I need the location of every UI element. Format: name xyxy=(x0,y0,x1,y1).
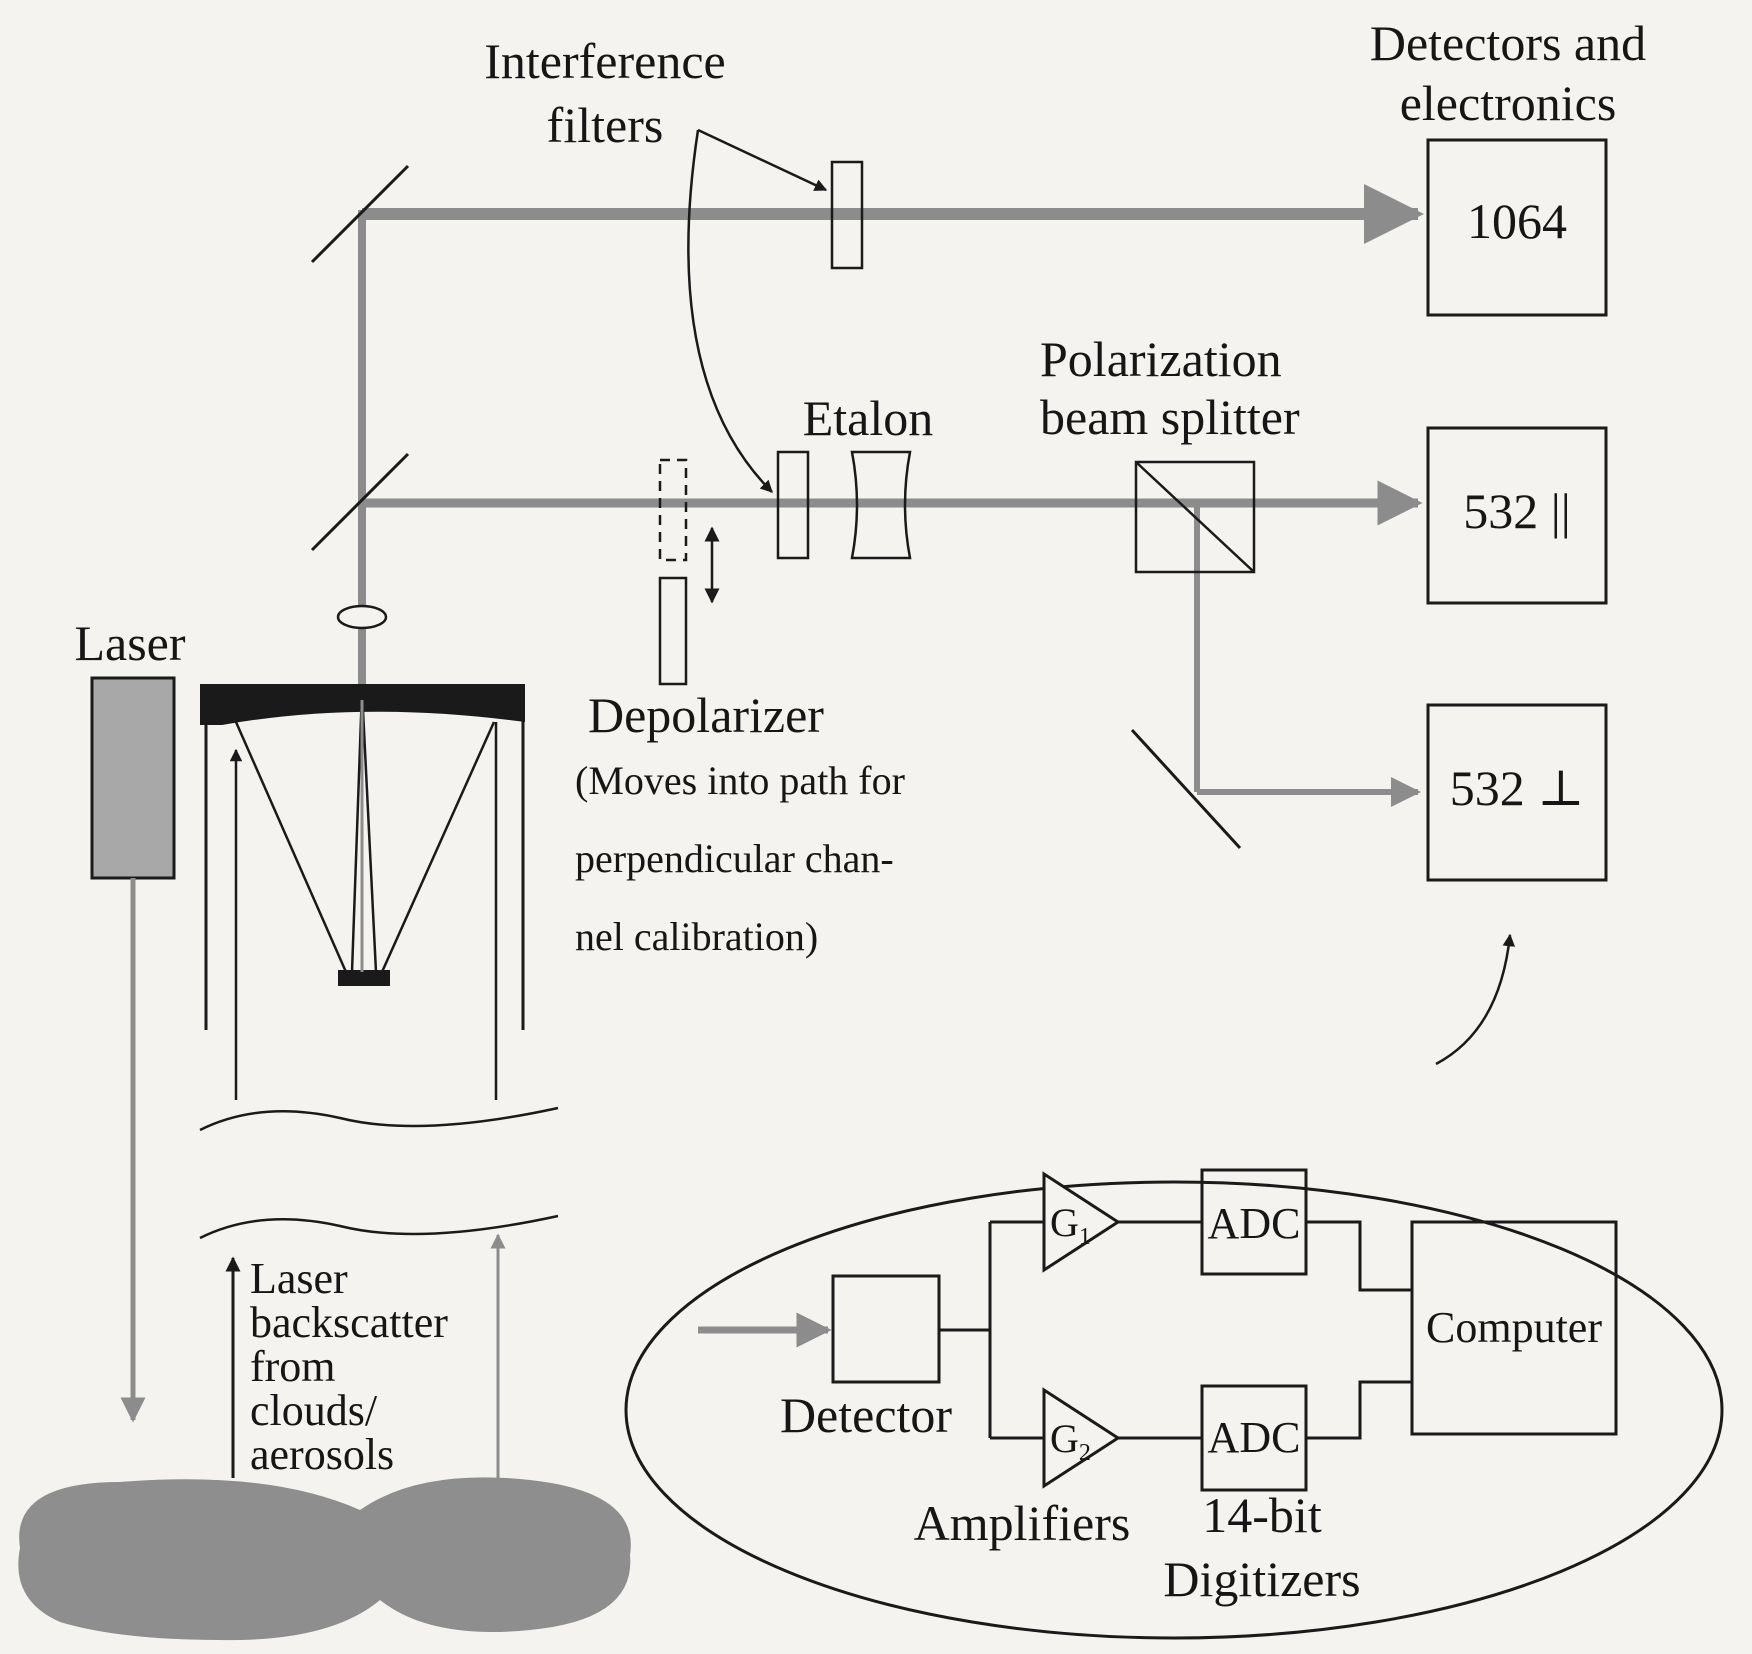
telescope-secondary-mirror xyxy=(338,970,390,986)
channel-532-parallel-label: 532 || xyxy=(1463,483,1571,539)
backscatter-label-line4: clouds/ xyxy=(250,1386,378,1435)
detector-label: Detector xyxy=(780,1387,952,1443)
backscatter-label-line5: aerosols xyxy=(250,1430,394,1479)
detectors-electronics-label-line1: Detectors and xyxy=(1370,15,1646,71)
interference-filter-532 xyxy=(776,450,810,560)
filter-pointer-bottom xyxy=(687,129,773,493)
inset-callout-arrow xyxy=(1435,933,1516,1066)
amplifier-g2 xyxy=(1042,1387,1121,1489)
break-mark-top xyxy=(199,1106,559,1132)
adc-label-2: ADC xyxy=(1208,1413,1301,1462)
amplifiers-label: Amplifiers xyxy=(914,1495,1131,1551)
interference-filters-label-line1: Interference xyxy=(484,33,725,89)
polarization-beam-splitter-diagonal xyxy=(1135,461,1255,573)
ray-right-inner xyxy=(360,689,378,973)
amplifier-g2-label: G2 xyxy=(1050,1416,1091,1466)
backscatter-label-line1: Laser xyxy=(250,1254,348,1303)
depolarizer-note-line1: (Moves into path for xyxy=(575,758,905,803)
depolarizer-in-path-dashed xyxy=(658,458,688,562)
lens xyxy=(336,604,388,630)
break-mark-bottom xyxy=(199,1214,559,1240)
detectors-electronics-label-line2: electronics xyxy=(1400,75,1617,131)
depolarizer-element xyxy=(658,576,688,686)
adc-label-1: ADC xyxy=(1208,1199,1301,1248)
polarization-beam-splitter-label-line1: Polarization xyxy=(1040,331,1282,387)
detector-box-1064 xyxy=(1426,138,1608,317)
channel-1064-label: 1064 xyxy=(1467,193,1567,249)
detector-box xyxy=(831,1274,941,1384)
cloud-aerosols xyxy=(18,1477,631,1641)
electronics-inset-ellipse xyxy=(624,1180,1724,1640)
digitizers-label-line1: 14-bit xyxy=(1202,1487,1322,1543)
computer-box xyxy=(1410,1220,1618,1436)
computer-label: Computer xyxy=(1426,1303,1602,1352)
interference-filter-1064 xyxy=(830,160,864,270)
backscatter-label-line3: from xyxy=(250,1342,336,1391)
wire-adc2-computer xyxy=(1306,1380,1412,1440)
etalon-element xyxy=(850,450,912,560)
channel-532-perp-label: 532 ⊥ xyxy=(1450,760,1585,816)
digitizers-label-line2: Digitizers xyxy=(1163,1551,1360,1607)
beam-splitter-mirror xyxy=(310,452,410,552)
depolarizer-note-line2: perpendicular chan- xyxy=(575,836,894,881)
depolarizer-note-line3: nel calibration) xyxy=(575,914,818,959)
detector-box-532-parallel xyxy=(1426,426,1608,605)
ray-right-outer xyxy=(380,721,496,973)
etalon-label: Etalon xyxy=(803,390,934,446)
detector-box-532-perp xyxy=(1426,703,1608,882)
amplifier-g1-label: G1 xyxy=(1050,1200,1091,1250)
wire-adc1-computer xyxy=(1306,1220,1412,1292)
mirror-top xyxy=(310,164,410,264)
polarization-beam-splitter-cube xyxy=(1134,460,1256,574)
ray-left-inner xyxy=(350,689,364,973)
backscatter-label-line2: backscatter xyxy=(250,1298,448,1347)
mirror-perp xyxy=(1130,728,1242,850)
amplifier-g1 xyxy=(1042,1171,1121,1273)
filter-pointer-top xyxy=(697,128,828,192)
polarization-beam-splitter-label-line2: beam splitter xyxy=(1040,389,1300,445)
laser-box xyxy=(90,676,176,880)
laser-label: Laser xyxy=(74,615,185,671)
ray-left-outer xyxy=(234,721,348,973)
interference-filters-label-line2: filters xyxy=(547,97,664,153)
depolarizer-label: Depolarizer xyxy=(588,687,824,743)
